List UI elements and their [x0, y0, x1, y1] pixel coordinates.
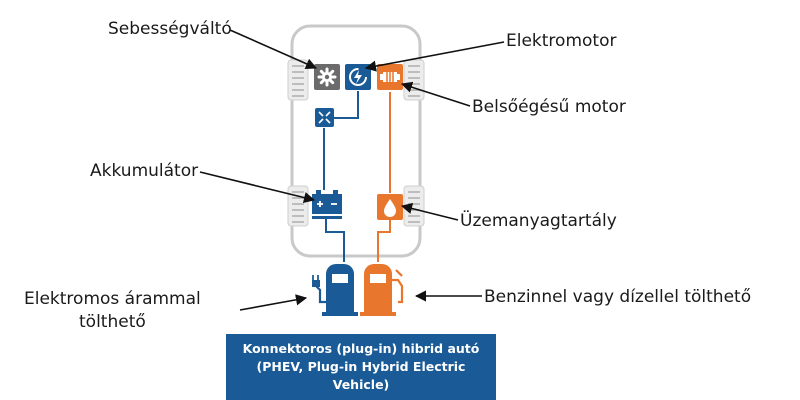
electric-motor-icon	[345, 64, 371, 90]
callout-arrows	[199, 29, 505, 311]
arrow-electric-charge	[239, 294, 308, 311]
label-electric-motor: Elektromotor	[506, 31, 617, 51]
battery-icon	[312, 190, 342, 219]
label-electric-charge-line2: tölthető	[79, 311, 146, 332]
arrow-combustion-engine	[400, 81, 471, 107]
arrow-gearbox	[229, 29, 318, 70]
caption-line1: Konnektoros (plug-in) hibrid autó	[242, 340, 480, 356]
fuel-drop-icon	[377, 194, 403, 220]
caption-box: Konnektoros (plug-in) hibrid autó (PHEV,…	[226, 334, 496, 400]
wheel-rear-left	[287, 185, 309, 227]
charging-station-icon	[312, 264, 358, 316]
inverter-icon	[315, 108, 334, 127]
car-chassis	[290, 24, 422, 258]
label-electric-charge-line1: Elektromos árammal	[24, 289, 201, 309]
electric-wiring	[323, 91, 359, 262]
label-electric-charge: Elektromos árammal tölthető	[24, 288, 201, 334]
label-battery: Akkumulátor	[90, 161, 199, 181]
label-combustion-engine: Belsőégésű motor	[472, 97, 626, 117]
fuel-pump-icon	[360, 264, 404, 316]
arrow-fuel-tank	[400, 203, 459, 221]
arrow-battery	[199, 171, 316, 204]
fuel-line	[377, 92, 391, 262]
arrow-electric-motor	[364, 41, 505, 72]
label-fuel-tank: Üzemanyagtartály	[460, 211, 617, 231]
wheel-rear-right	[403, 185, 425, 227]
wheel-front-right	[403, 59, 425, 101]
label-fuel-charge: Benzinnel vagy dízellel tölthető	[484, 287, 752, 307]
caption-line3: Vehicle)	[332, 377, 390, 393]
wheel-front-left	[287, 59, 309, 101]
label-gearbox: Sebességváltó	[108, 19, 232, 39]
engine-icon	[377, 64, 403, 90]
caption-line2: (PHEV, Plug-in Hybrid Electric	[256, 358, 466, 374]
gear-icon	[314, 64, 340, 90]
